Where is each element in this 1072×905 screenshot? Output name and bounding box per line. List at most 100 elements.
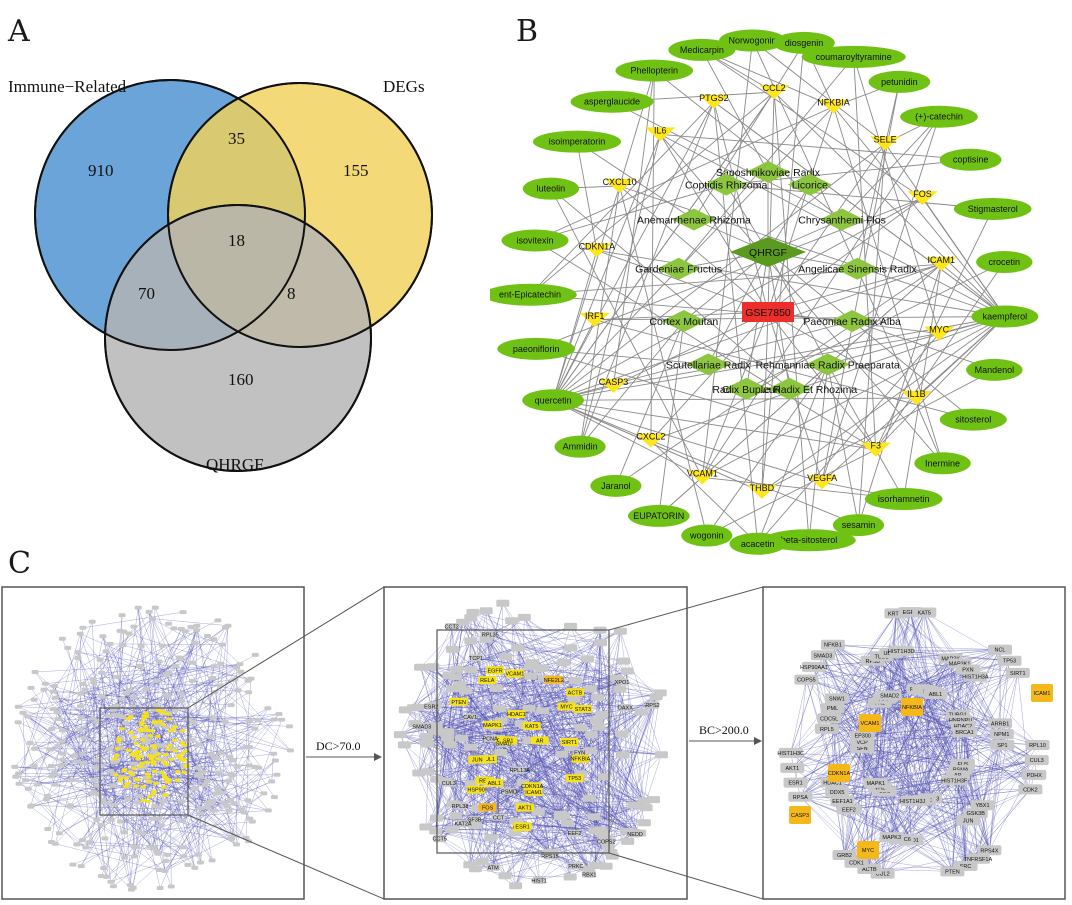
ppi-edge (57, 712, 122, 777)
ppi-edge (459, 805, 483, 862)
ppi-core-node (141, 717, 147, 721)
ppi-bc-node-label: NPM1 (994, 732, 1009, 738)
ppi-edge (862, 731, 965, 743)
ppi-mid-hub-cdkn1a (523, 782, 542, 791)
ppi-edge (157, 799, 231, 854)
ppi-node (51, 684, 59, 689)
ppi-edge (183, 774, 233, 857)
step-label-bc: BC>200.0 (699, 723, 749, 737)
edge-compound-target (576, 141, 598, 251)
ppi-edge (879, 702, 964, 764)
ppi-key-node-label: MYC (862, 848, 874, 854)
ppi-mid-hub-egfr (486, 666, 505, 675)
compound-node-asperglaucide (570, 90, 654, 113)
ppi-bc-node (850, 730, 875, 741)
ppi-node (167, 884, 175, 889)
ppi-edge (51, 642, 196, 730)
ppi-edge (425, 826, 596, 866)
ppi-core-node (141, 798, 146, 802)
ppi-mid-node-label: RPL13A (509, 768, 530, 774)
compound-label-sesamin: sesamin (842, 520, 876, 530)
ppi-bc-node-label: ABL1 (929, 692, 942, 698)
ppi-edge (469, 820, 517, 865)
ppi-edge (113, 760, 276, 887)
target-label-vegfa: VEGFA (807, 473, 837, 483)
ppi-edge (836, 669, 968, 699)
ppi-core-node (153, 781, 159, 785)
ppi-bc-node (802, 661, 826, 672)
ppi-core-node (175, 754, 181, 758)
compound-label-coumaroyltyramine: coumaroyltyramine (816, 52, 892, 62)
ppi-edge (901, 780, 955, 840)
ppi-node (157, 823, 165, 828)
ppi-core-node (132, 753, 138, 757)
ppi-core-node (131, 735, 137, 739)
ppi-node (429, 722, 443, 730)
ppi-edge (139, 665, 265, 794)
ppi-edge (889, 695, 979, 859)
ppi-node (590, 717, 603, 725)
ppi-node (152, 703, 160, 708)
ppi-node (55, 831, 63, 836)
ppi-bc-node-label: CUL3 (1030, 758, 1044, 764)
ppi-core-node (183, 763, 189, 767)
ppi-edge (124, 773, 199, 858)
ppi-edge (470, 640, 580, 753)
ppi-edge (452, 622, 463, 650)
compound-node-norwogonin (719, 29, 787, 52)
ppi-bc-node-label: TNFRSF1A (964, 857, 993, 863)
ppi-edge (881, 656, 976, 814)
ppi-edge (459, 684, 626, 708)
ppi-mid-hub-hdac1 (507, 710, 526, 718)
ppi-bc-node-label: JUN (963, 818, 974, 824)
herb-node-coptidis-rhizoma (704, 173, 749, 196)
herb-label-rehmanniae-radix-praeparata: Rehmanniae Radix Praeparata (756, 359, 900, 371)
ppi-edge (490, 770, 520, 838)
ppi-node (442, 779, 456, 787)
ppi-edge (901, 649, 1001, 652)
ppi-node (15, 771, 22, 776)
ppi-edge (436, 720, 597, 780)
ppi-node (93, 766, 101, 771)
edge-compound-target (853, 56, 877, 450)
ppi-edge (862, 723, 1001, 749)
herb-node-angelicae-sinensis-radix (835, 257, 880, 280)
ppi-node (446, 800, 460, 808)
ppi-mid-hub-label: PTEN (451, 700, 466, 706)
ppi-edge (600, 670, 628, 830)
ppi-mid-hub-rela (478, 676, 497, 685)
ppi-edge (889, 669, 968, 696)
compound-node-beta-sitosterol (762, 529, 856, 552)
compound-label-phellopterin: Phellopterin (630, 66, 678, 76)
venn-count-immune-only: 910 (88, 161, 114, 180)
compound-label-ammidin: Ammidin (563, 442, 598, 452)
ppi-node (627, 801, 641, 809)
ppi-node (494, 749, 508, 756)
ppi-mid-hub-actb (566, 688, 584, 697)
ppi-node (220, 800, 228, 805)
ppi-node (522, 704, 536, 712)
ppi-node (51, 770, 58, 775)
ppi-edge (116, 676, 250, 819)
ppi-node (179, 610, 187, 615)
ppi-edge (900, 650, 919, 801)
ppi-edge (842, 732, 965, 802)
edge-compound-target (529, 91, 775, 296)
ppi-core-node (143, 725, 149, 729)
ppi-edge (120, 821, 232, 840)
target-label-f3: F3 (870, 441, 881, 451)
ppi-node (227, 797, 235, 802)
ppi-edge (459, 738, 462, 806)
target-node-fos (907, 191, 938, 206)
ppi-edge (822, 655, 890, 696)
ppi-edge (104, 838, 125, 858)
herb-label-anemarrhenae-rhizoma: Anemarrhenae Rhizoma (637, 215, 751, 227)
ppi-node (210, 664, 218, 669)
ppi-node (48, 727, 56, 731)
ppi-edge (633, 705, 653, 806)
ppi-node (270, 751, 278, 756)
ppi-node (164, 694, 172, 699)
ppi-edge (470, 669, 568, 824)
ppi-edge (27, 716, 78, 762)
ppi-node (100, 866, 108, 871)
